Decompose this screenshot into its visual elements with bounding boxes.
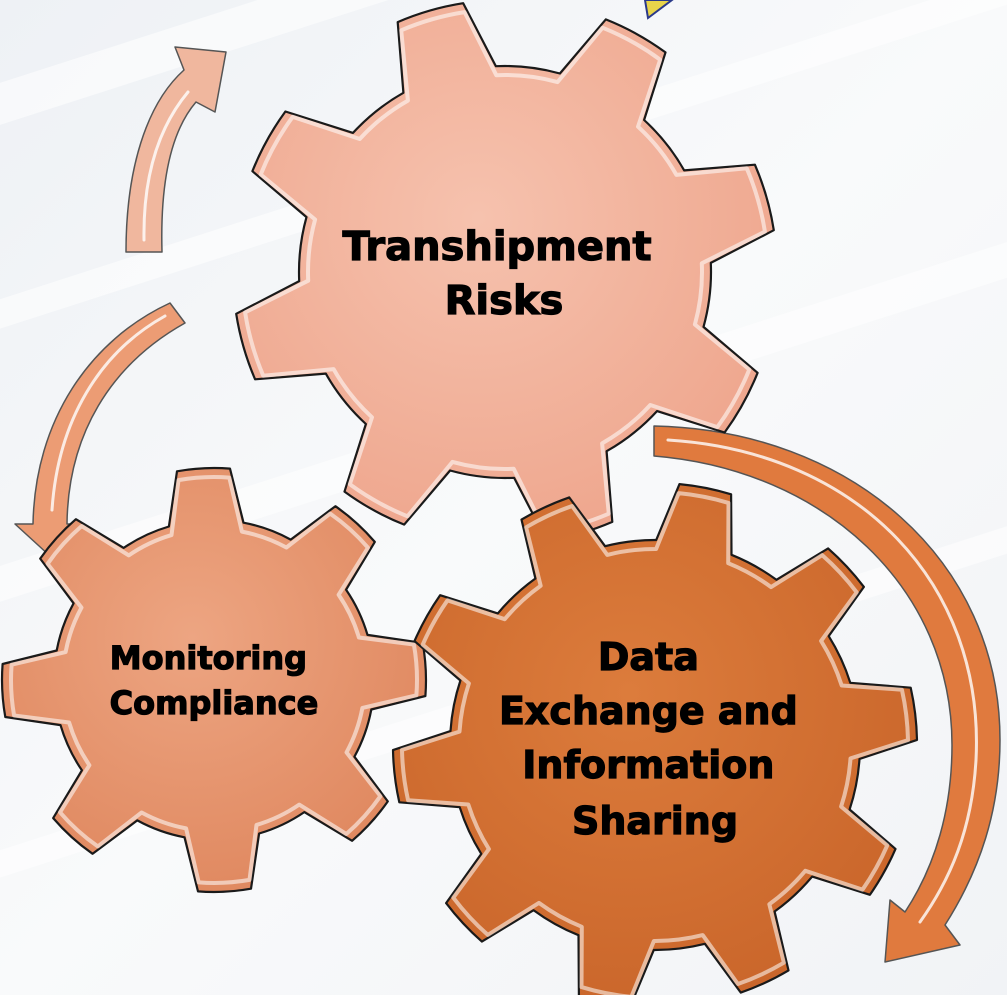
arrow-right (653, 425, 1001, 963)
gear-label-line: Transhipment (342, 224, 651, 270)
corner-accent-shape (643, 0, 674, 20)
gear-label-line: Information (522, 743, 774, 787)
gear-label-line: Sharing (572, 799, 738, 843)
gear-label-line: Compliance (110, 684, 319, 722)
gear-transhipment: Transhipment Risks (235, 2, 775, 542)
gear-monitoring: Monitoring Compliance (0, 466, 428, 894)
gear-data-exchange: Data Exchange and Information Sharing (391, 483, 919, 995)
gear-label-monitoring: Monitoring Compliance (110, 639, 319, 722)
gear-label-line: Exchange and (499, 689, 798, 733)
gear-label-data-exchange: Data Exchange and Information Sharing (499, 635, 811, 843)
gear-label-line: Risks (445, 278, 564, 324)
gear-label-line: Monitoring (110, 639, 307, 677)
gear-label-transhipment: Transhipment Risks (342, 224, 665, 324)
arrow-upper-left (125, 46, 227, 253)
gear-label-line: Data (598, 635, 699, 679)
